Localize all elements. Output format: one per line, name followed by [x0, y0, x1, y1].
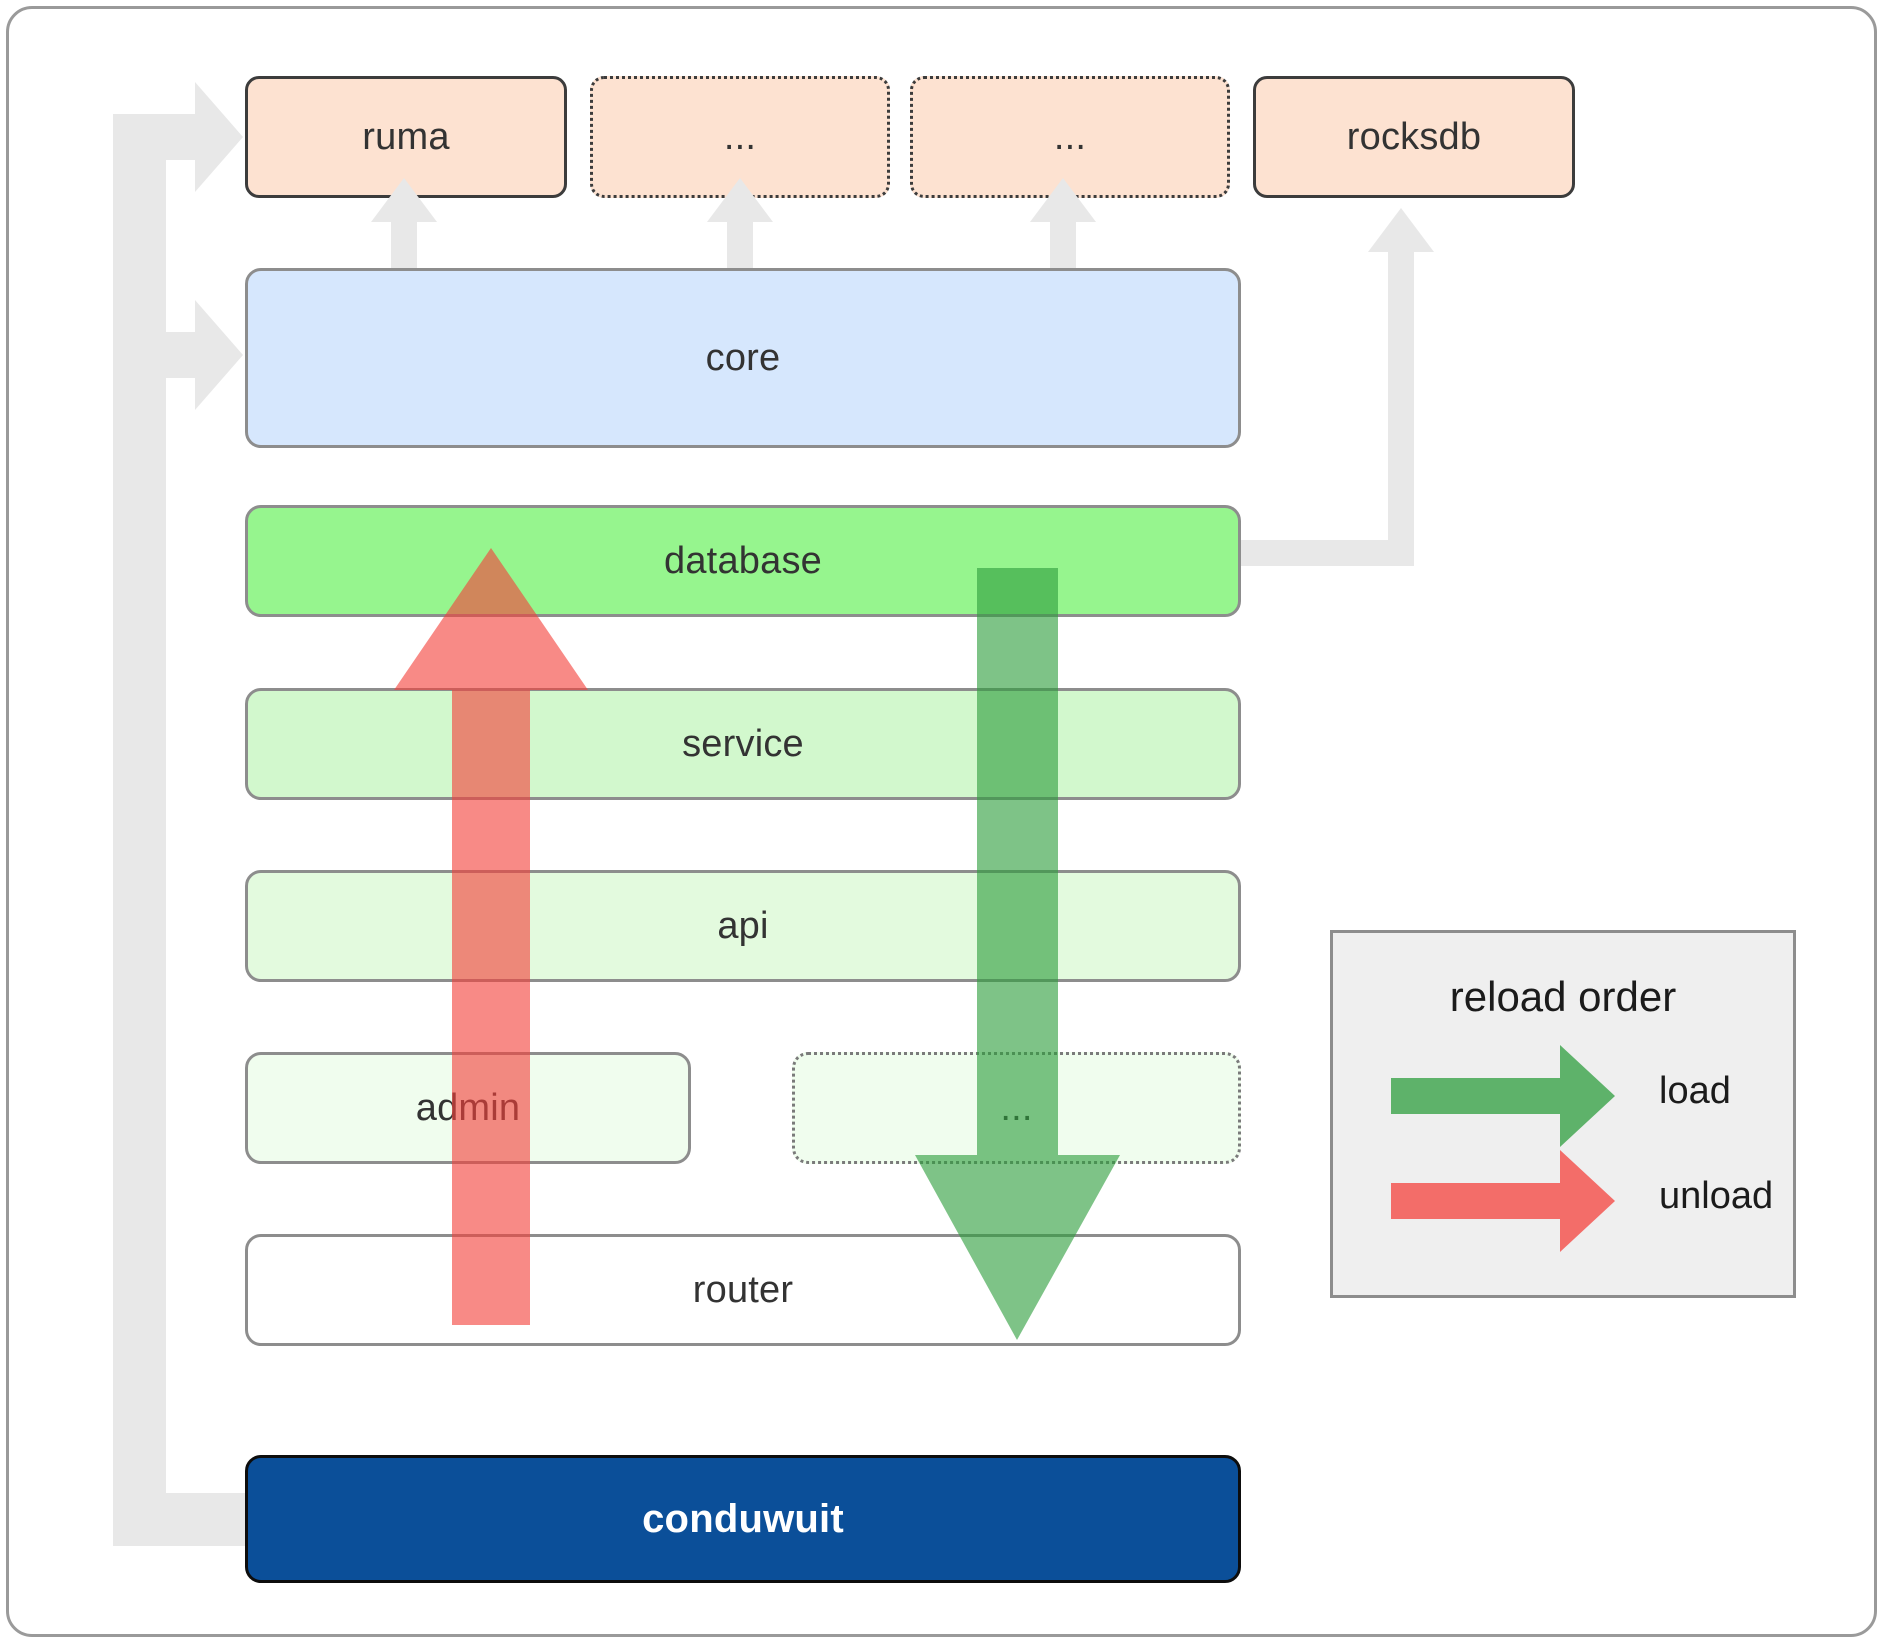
layer-box-admin[interactable]: admin [245, 1052, 691, 1164]
legend-label-load: load [1659, 1070, 1731, 1112]
layer-label-database: database [664, 539, 822, 582]
app-box-conduwuit[interactable]: conduwuit [245, 1455, 1241, 1583]
legend-arrow-graphics [1391, 1045, 1615, 1252]
legend-load-arrow-icon [1391, 1045, 1615, 1147]
diagram-frame [6, 6, 1877, 1637]
dependency-box-ellipsis-2[interactable]: ... [910, 76, 1230, 198]
layer-box-router[interactable]: router [245, 1234, 1241, 1346]
dependency-label-rocksdb: rocksdb [1346, 115, 1482, 158]
legend-label-unload: unload [1659, 1175, 1774, 1217]
app-label-conduwuit: conduwuit [642, 1496, 844, 1541]
core-box[interactable]: core [245, 268, 1241, 448]
layer-label-service: service [682, 722, 804, 765]
layer-box-service[interactable]: service [245, 688, 1241, 800]
core-label: core [705, 336, 781, 379]
dependency-label-ellipsis-1: ... [723, 115, 757, 158]
layer-label-admin: admin [415, 1086, 521, 1129]
dependency-label-ellipsis-2: ... [1053, 115, 1087, 158]
layer-label-api: api [717, 904, 769, 947]
dependency-box-rocksdb[interactable]: rocksdb [1253, 76, 1575, 198]
layer-box-ellipsis-3[interactable]: ... [792, 1052, 1241, 1164]
layer-label-ellipsis-3: ... [1000, 1086, 1033, 1129]
dependency-box-ruma[interactable]: ruma [245, 76, 567, 198]
legend-unload-arrow-icon [1391, 1150, 1615, 1252]
dependency-label-ruma: ruma [362, 115, 450, 158]
layer-box-database[interactable]: database [245, 505, 1241, 617]
legend-title: reload order [1449, 973, 1677, 1020]
legend-panel: reload order load unload [1330, 930, 1796, 1298]
layer-label-router: router [692, 1268, 794, 1311]
layer-box-api[interactable]: api [245, 870, 1241, 982]
dependency-box-ellipsis-1[interactable]: ... [590, 76, 890, 198]
